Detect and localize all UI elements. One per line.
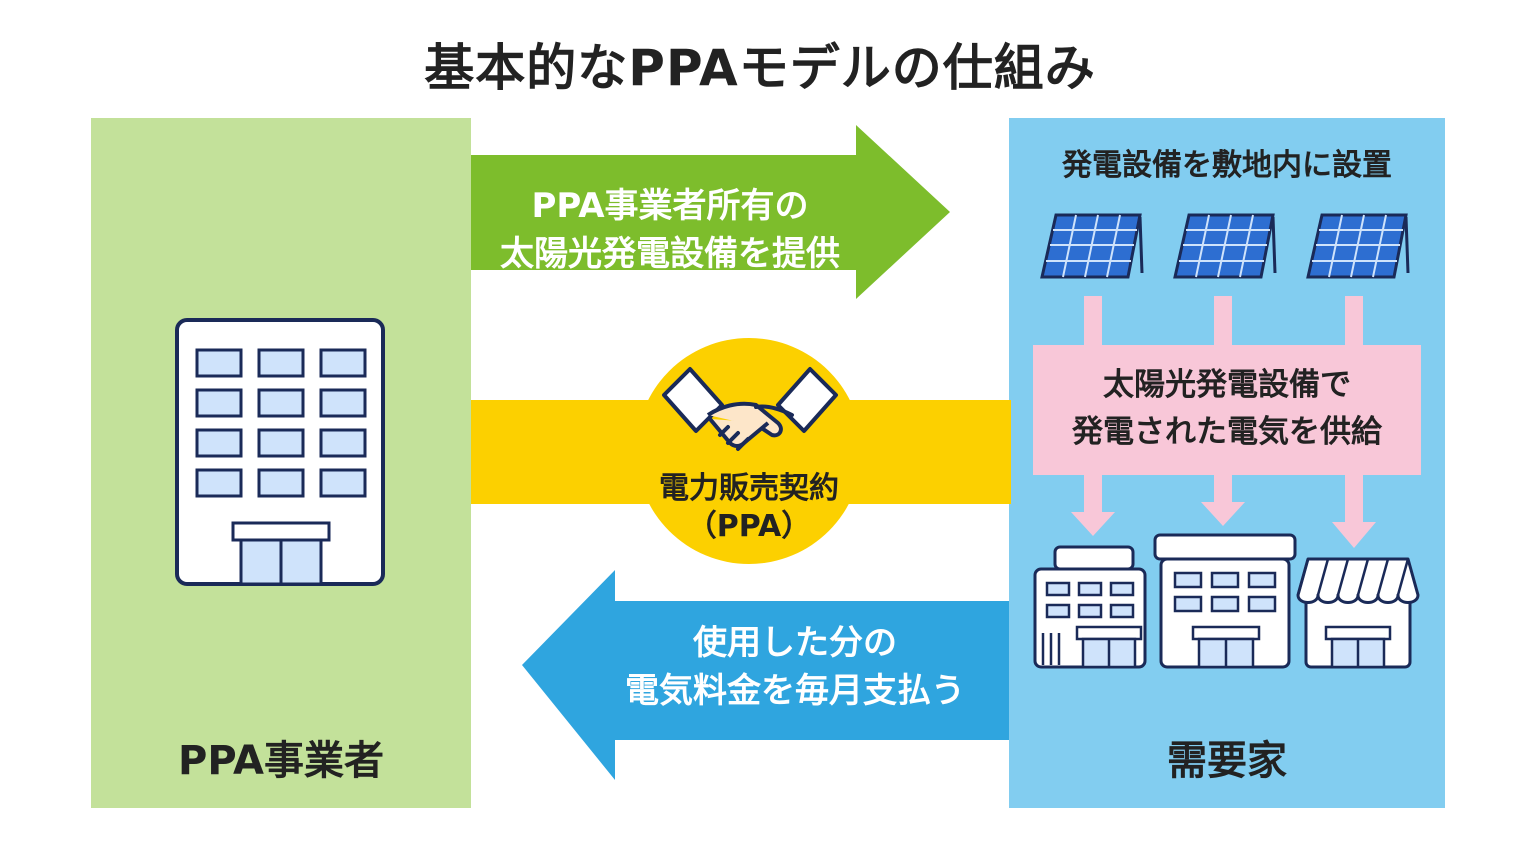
- payment-arrow: [522, 570, 1009, 780]
- office-building-icon: [175, 318, 385, 586]
- supply-arrows: [1071, 296, 1376, 548]
- solar-panel-icon: [1173, 213, 1277, 279]
- customer-building-icon: [1033, 545, 1147, 669]
- supply-line2: 発電された電気を供給: [1072, 413, 1382, 450]
- supply-line1: 太陽光発電設備で: [1103, 367, 1351, 403]
- install-heading: 発電設備を敷地内に設置: [1062, 148, 1392, 183]
- store-icon: [1296, 557, 1420, 669]
- solar-panel-icon: [1040, 213, 1144, 279]
- consumer-label: 需要家: [1167, 738, 1287, 784]
- diagram-title: 基本的なPPAモデルの仕組み: [424, 39, 1096, 97]
- contract-line1: 電力販売契約: [659, 471, 839, 506]
- payment-line2: 電気料金を毎月支払う: [625, 670, 965, 711]
- customer-building-icon: [1153, 533, 1297, 669]
- payment-text: 使用した分の 電気料金を毎月支払う: [580, 620, 1010, 715]
- provide-equipment-text: PPA事業者所有の 太陽光発電設備を提供: [470, 183, 870, 278]
- provide-equipment-line1: PPA事業者所有の: [531, 186, 809, 226]
- supply-box: [1033, 345, 1421, 475]
- solar-panel-icon: [1306, 213, 1410, 279]
- contract-line2: （PPA）: [686, 509, 812, 545]
- provide-equipment-line2: 太陽光発電設備を提供: [500, 233, 840, 274]
- payment-line1: 使用した分の: [693, 623, 897, 663]
- ppa-provider-label: PPA事業者: [178, 738, 384, 784]
- handshake-icon: [662, 367, 838, 451]
- provide-equipment-arrow: [471, 125, 950, 299]
- contract-label: 電力販売契約 （PPA）: [636, 470, 862, 547]
- supply-text: 太陽光発電設備で 発電された電気を供給: [1033, 362, 1421, 455]
- contract-circle: [636, 338, 862, 564]
